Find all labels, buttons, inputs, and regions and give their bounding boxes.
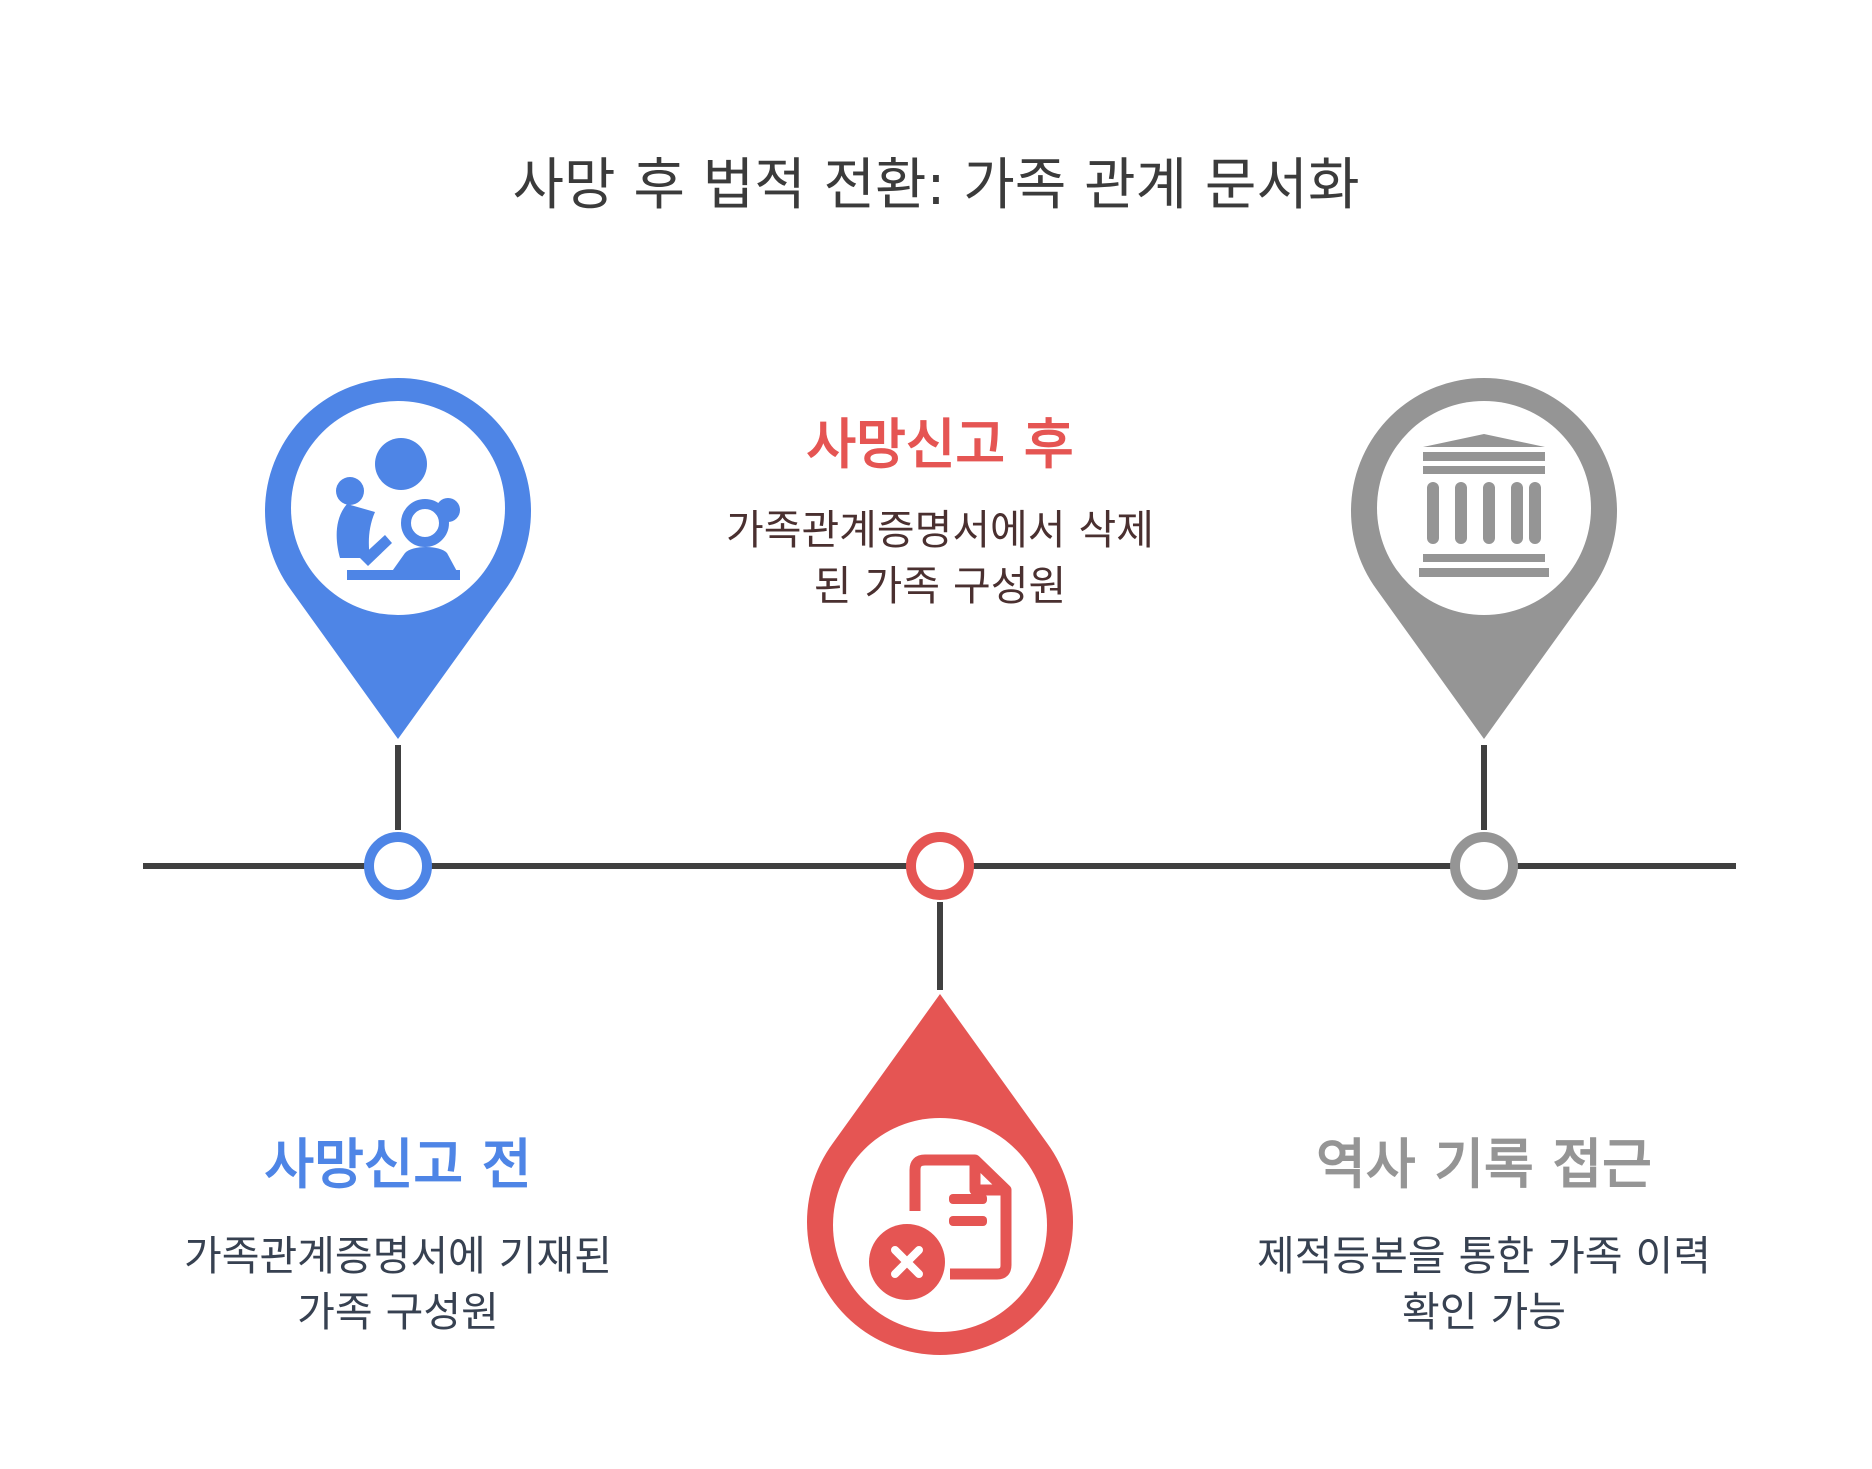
milestone-3-desc-line-1: 제적등본을 통한 가족 이력 (1256, 1232, 1712, 1280)
milestone-1-description: 가족관계증명서에 기재된 가족 구성원 (98, 1228, 698, 1340)
document-remove-icon (869, 1154, 1012, 1300)
family-icon (336, 438, 460, 580)
timeline-node-2 (906, 832, 974, 900)
milestone-1-heading: 사망신고 전 (264, 1133, 532, 1196)
page-title: 사망 후 법적 전환: 가족 관계 문서화 (512, 153, 1360, 218)
milestone-3-heading: 역사 기록 접근 (1316, 1133, 1652, 1196)
milestone-3-desc-line-2: 확인 가능 (1402, 1288, 1566, 1336)
timeline-node-1 (364, 832, 432, 900)
milestone-1-desc-line-2: 가족 구성원 (297, 1288, 499, 1336)
institution-icon (1419, 434, 1549, 577)
milestone-2-desc-line-2: 된 가족 구성원 (813, 562, 1067, 610)
milestone-2-desc-line-1: 가족관계증명서에서 삭제 (726, 506, 1154, 554)
milestone-2-heading: 사망신고 후 (806, 413, 1074, 476)
map-pin-red (807, 994, 1073, 1355)
timeline-node-3 (1450, 832, 1518, 900)
milestone-1-desc-line-1: 가족관계증명서에 기재된 (184, 1232, 612, 1280)
milestone-3-description: 제적등본을 통한 가족 이력 확인 가능 (1184, 1228, 1784, 1340)
map-pin-blue (265, 378, 531, 739)
milestone-2-description: 가족관계증명서에서 삭제 된 가족 구성원 (640, 502, 1240, 614)
map-pin-gray (1351, 378, 1618, 739)
